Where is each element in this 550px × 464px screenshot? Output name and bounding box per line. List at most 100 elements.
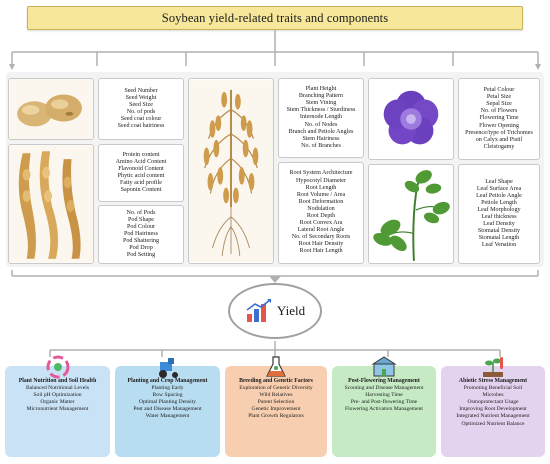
seed-trait: Seed Weight [125,94,157,101]
leaf-trait: Leaf Surface Area [476,185,522,192]
leaf-trait: Leaf Morphology [477,206,521,213]
yield-label: Yield [276,303,306,318]
composition-trait: Amino Acid Content [115,158,167,165]
card-item: Planting Early [151,385,184,392]
root-trait: Root Volume / Area [296,191,346,198]
card-breeding-genetics: Breeding and Genetic Factors Exploration… [225,356,327,457]
card-item: Optimal Planting Density [138,399,197,406]
card-item: Balanced Nutritional Levels [25,385,90,392]
diagram-title: Soybean yield-related traits and compone… [161,10,389,25]
flower-trait: Flowering Time [479,115,519,122]
shoot-trait: Stem Thickness / Sturdiness [286,107,356,114]
flower-trait: No. of Flowers [480,108,518,115]
composition-trait: Fatty acid profile [120,180,162,187]
card-item: Organic Matter [40,399,75,406]
leaf-trait: Petiole Length [481,199,517,206]
flower-trait: Petal Size [486,94,512,101]
root-trait: Root Length [305,184,337,191]
card-item: Scouting and Disease Management [344,385,424,392]
plant-image [188,78,274,264]
card-item: Optimized Nutrient Balance [461,420,525,427]
seed-trait: Seed Number [124,87,158,94]
title-banner: Soybean yield-related traits and compone… [27,6,523,30]
card-title: Abiotic Stress Management [458,378,528,384]
card-item: Pest and Disease Management [133,406,202,413]
tractor-icon [154,354,182,380]
root-trait: Root Depth [306,213,336,219]
recycle-icon [44,354,72,380]
card-item: Micronutrient Management [26,406,89,413]
card-item: Row Spacing [152,392,183,399]
shoot-trait: Stem Hairiness [302,135,340,142]
seed-trait: No. of pods [126,109,156,115]
card-planting-crop-management: Planting and Crop Management Planting Ea… [115,358,220,457]
root-trait: Root Convex Ara [299,220,343,227]
card-item: Wild Relatives [259,392,293,399]
root-trait: Root Hair Length [299,248,343,255]
card-item: Pre- and Post-flowering Time [350,399,418,406]
composition-trait: Protein content [122,151,160,158]
shoot-trait: Branch and Petiole Angles [288,128,354,135]
card-title: Breeding and Genetic Factors [239,378,313,384]
shoot-traits-box: Plant Height Branching Pattern Stem Vini… [278,78,364,158]
pod-trait: Pod Drop [129,245,153,252]
card-plant-nutrition: Plant Nutrition and Soil Health Balanced… [5,355,110,457]
pod-trait: Pod Setting [126,252,156,259]
seed-traits-box: Seed Number Seed Weight Seed Size No. of… [98,78,184,140]
seed-trait: Seed coat colour [120,116,162,123]
composition-trait: Flavonoid Content [118,165,164,172]
card-title: Plant Nutrition and Soil Health [18,378,97,384]
flower-image [368,78,454,160]
card-item: Osmoprotectant Usage [467,399,519,406]
root-trait: Root Deformation [298,198,344,205]
sprout-thermometer-icon [479,354,507,380]
leaf-traits-box: Leaf Shape Leaf Surface Area Leaf Petiol… [458,164,540,264]
leaf-trait: Leaf Density [483,221,515,228]
flask-dna-icon [262,354,290,380]
pod-trait: No. of Pods [126,209,156,216]
card-post-flowering: Post-Flowering Management Scouting and D… [332,356,436,457]
flower-trait: Cleistogamy [483,143,515,150]
leaf-image [368,164,454,264]
card-item: Exploration of Genetic Diversity [239,385,313,392]
flower-trait: Petal Colour [483,87,515,94]
root-trait: No. of Secondary Roots [291,234,351,241]
flower-trait: Flower Opening [479,122,519,129]
root-trait: Lateral Root Angle [297,227,345,234]
card-item: Parent Selection [257,399,295,406]
root-trait: Root Hair Density [298,241,344,248]
composition-trait: Phytic acid content [117,173,165,179]
shoot-trait: Plant Height [305,86,337,93]
leaf-trait: Stomatal Density [477,228,521,235]
flower-traits-box: Petal Colour Petal Size Sepal Size No. o… [458,78,540,160]
card-item: Genetic Improvement [251,406,301,413]
shoot-trait: No. of Nodes [304,121,338,128]
yield-node: Yield [228,283,322,339]
flower-trait: on Calyx and Pistil [475,136,523,143]
leaf-trait: Leaf Shape [485,178,513,185]
root-trait: Hypocotyl Diameter [296,177,346,184]
seed-trait: Seed coat hairiness [117,123,165,130]
pod-traits-box: No. of Pods Pod Shape Pod Colour Pod Hai… [98,205,184,264]
shoot-trait: Internode Length [299,114,343,121]
leaf-trait: Leaf Venation [481,242,517,249]
card-item: Promoting Beneficial Soil [463,385,523,392]
root-traits-box: Root System Architecture Hypocotyl Diame… [278,162,364,264]
leaf-trait: Leaf thickness [481,214,517,220]
card-item: Water Management [145,413,190,420]
pod-trait: Pod Colour [127,223,155,230]
card-item: Microbes [482,392,504,399]
traits-panel: Seed Number Seed Weight Seed Size No. of… [6,72,544,267]
shoot-trait: No. of Branches [301,142,341,149]
composition-trait: Saponin Content [120,187,162,194]
card-item: Plant Growth Regulators [248,413,304,420]
pod-trait: Pod Shattering [122,238,160,245]
yield-chart-icon [246,299,271,322]
flower-trait: Presence/type of Trichomes [465,129,533,136]
root-trait: Nodulation [307,205,335,212]
pod-image [8,144,94,264]
card-abiotic-stress: Abiotic Stress Management Promoting Bene… [441,357,545,457]
card-title: Planting and Crop Management [127,378,208,384]
shoot-trait: Stem Vining [305,100,337,107]
pod-trait: Pod Hairiness [123,230,159,237]
